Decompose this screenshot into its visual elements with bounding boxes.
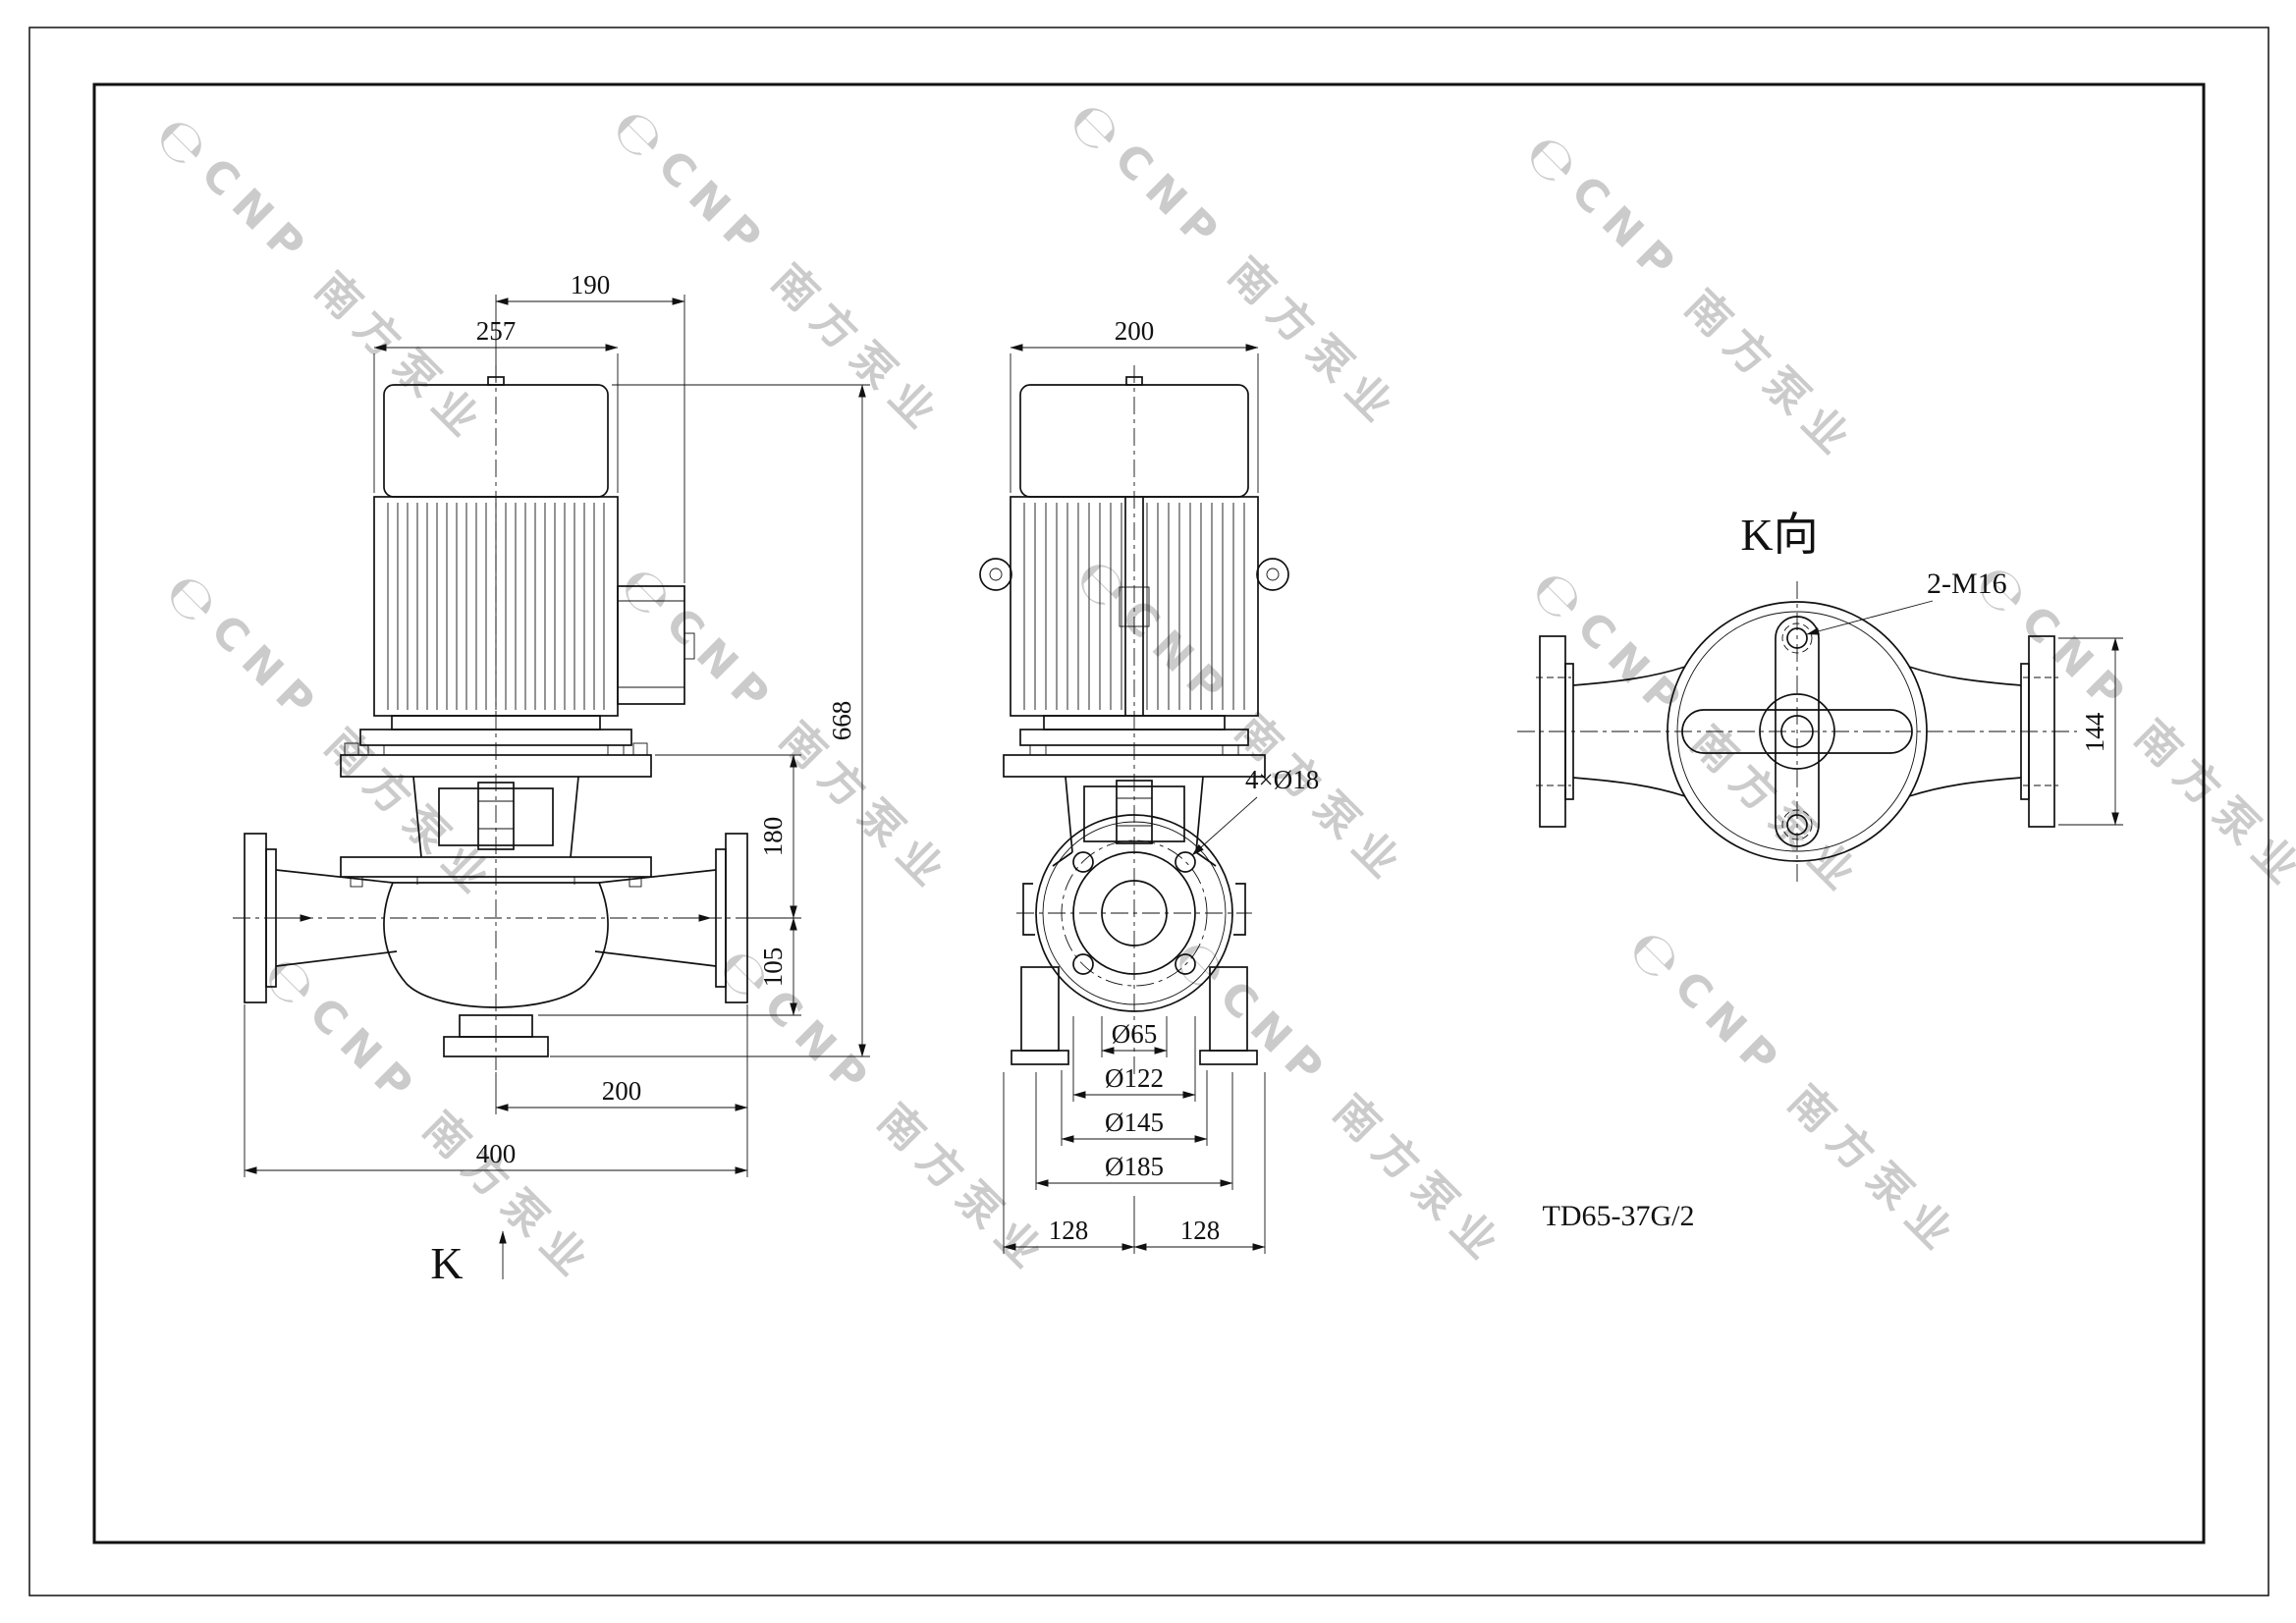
bolt-hole [1175,851,1196,873]
motor-side [979,376,1289,756]
rib-horizontal [1681,709,1913,754]
dim-105: 105 [538,917,801,1016]
side-view-dimensions: 200 4×Ø18 Ø65 Ø122 [1003,316,1319,1254]
dim-label-144: 144 [2080,712,2109,752]
model-designation: TD65-37G/2 [1543,1200,1695,1232]
hub [1759,693,1835,770]
bolt-hole [1175,953,1196,975]
dim-label-257: 257 [476,316,517,346]
motor-stool-front [340,742,652,888]
dim-d65: Ø65 [1101,1016,1168,1057]
motor-stool-side [1003,754,1266,853]
dim-label-190: 190 [571,270,611,299]
k-view-centerlines [1517,581,2077,884]
coupling [477,782,515,850]
front-view-dimensions: 190 257 668 180 [244,270,870,1288]
dim-d145: Ø145 [1061,1070,1208,1146]
discharge-pipe-top-view [1908,635,2058,828]
casing-feet [1011,966,1258,1065]
k-view: K向 [1517,510,2123,884]
callout-4xd18: 4×Ø18 [1191,765,1319,856]
side-view: 200 4×Ø18 Ø65 Ø122 [979,316,1319,1254]
dim-144: 144 [2058,637,2123,826]
dim-label-d185: Ø185 [1105,1152,1164,1181]
pump-casing-front [244,833,748,1057]
front-view-centerlines [233,365,759,1070]
dim-label-200: 200 [602,1076,642,1106]
dim-label-668: 668 [827,701,856,741]
dim-label-200-side: 200 [1115,316,1155,346]
bolt-circle [1061,839,1208,987]
dim-label-128-right: 128 [1180,1216,1221,1245]
inline-flange-face [1035,814,1233,1012]
side-view-centerlines [1016,365,1252,1075]
dim-128-128: 128 128 [1003,1072,1266,1254]
dim-label-180: 180 [758,817,788,857]
tapped-hole-bottom [1781,809,1813,840]
pump-casing-side [1011,814,1258,1065]
dim-668: 668 [550,384,870,1057]
dim-257: 257 [373,316,619,493]
callout-label-4xd18: 4×Ø18 [1245,765,1319,794]
dim-d185: Ø185 [1035,1072,1233,1190]
rib-vertical [1775,616,1820,847]
motor-front [359,376,695,756]
bore [1101,880,1168,947]
bolt-hole [1072,953,1094,975]
bolt-hole [1072,851,1094,873]
dim-label-128-left: 128 [1049,1216,1089,1245]
motor-fins [1023,503,1245,710]
volute-top-view [1667,601,1928,862]
terminal-box [617,585,695,705]
lifting-eye-left [979,558,1012,591]
callout-label-2m16: 2-M16 [1927,568,2007,600]
sheet-border [28,27,2269,1596]
dim-180: 180 [655,754,801,919]
view-arrow-k: K [430,1230,507,1288]
dim-190: 190 [495,270,685,583]
tapped-hole-top [1781,622,1813,654]
dim-200-front: 200 [495,1004,748,1114]
lifting-eye-right [1256,558,1289,591]
view-arrow-k-label: K [430,1238,463,1288]
dim-label-d122: Ø122 [1105,1063,1164,1093]
callout-2m16: 2-M16 [1806,568,2007,635]
dim-d122: Ø122 [1072,1016,1196,1102]
motor-fins [387,503,605,710]
front-view: 190 257 668 180 [233,270,870,1288]
dim-label-400: 400 [476,1139,517,1168]
k-view-title: K向 [1740,510,1818,560]
suction-pipe-top-view [1536,635,1686,828]
dim-label-105: 105 [758,947,788,988]
dim-400: 400 [244,1004,748,1177]
dim-label-d145: Ø145 [1105,1108,1164,1137]
dim-200-side: 200 [1010,316,1259,493]
dim-label-d65: Ø65 [1112,1019,1158,1049]
